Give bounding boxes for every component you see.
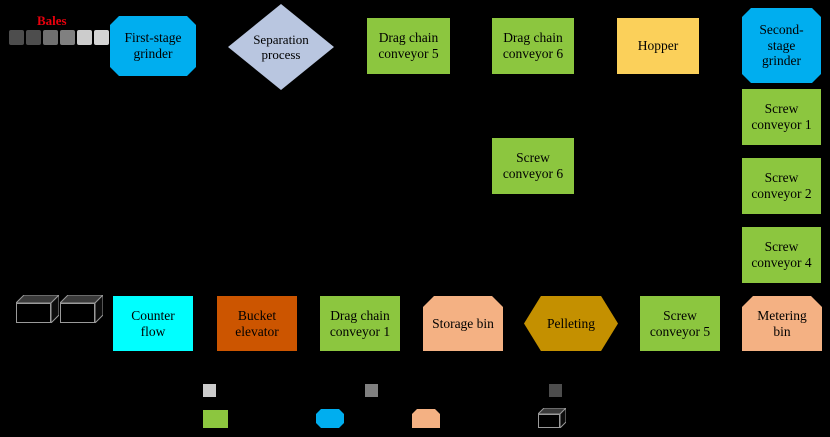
bale-swatch-3	[43, 30, 58, 45]
node-drag-chain-conveyor-5[interactable]: Drag chain conveyor 5	[367, 18, 450, 74]
legend-swatch-light-gray	[203, 384, 216, 397]
node-hopper[interactable]: Hopper	[617, 18, 699, 74]
node-first-stage-grinder[interactable]: First-stage grinder	[110, 16, 196, 76]
bale-swatch-1	[9, 30, 24, 45]
node-label-screw-conveyor-5: Screw conveyor 5	[649, 307, 711, 339]
node-metering-bin[interactable]: Metering bin	[742, 296, 822, 351]
node-separation-process[interactable]: Separation process	[228, 4, 334, 90]
bale-swatch-6	[94, 30, 109, 45]
cube-1	[14, 293, 61, 328]
cube-2	[58, 293, 105, 328]
node-label-screw-conveyor-2: Screw conveyor 2	[751, 170, 812, 201]
node-second-stage-grinder[interactable]: Second- stage grinder	[742, 8, 821, 83]
node-label-metering-bin: Metering bin	[757, 307, 807, 339]
legend-cyan-octagon	[316, 409, 344, 428]
node-label-separation-process: Separation process	[253, 31, 309, 62]
node-drag-chain-conveyor-6[interactable]: Drag chain conveyor 6	[492, 18, 574, 74]
node-label-hopper: Hopper	[637, 38, 679, 54]
node-label-drag-chain-conveyor-1: Drag chain conveyor 1	[329, 307, 391, 339]
node-label-screw-conveyor-6: Screw conveyor 6	[502, 150, 564, 181]
node-label-screw-conveyor-1: Screw conveyor 1	[751, 101, 812, 132]
node-label-drag-chain-conveyor-6: Drag chain conveyor 6	[502, 30, 564, 61]
node-screw-conveyor-1[interactable]: Screw conveyor 1	[742, 89, 821, 145]
node-screw-conveyor-6[interactable]: Screw conveyor 6	[492, 138, 574, 194]
node-label-second-stage-grinder: Second- stage grinder	[759, 21, 804, 69]
legend-swatch-medium-gray	[365, 384, 378, 397]
node-label-drag-chain-conveyor-5: Drag chain conveyor 5	[378, 30, 439, 61]
node-storage-bin[interactable]: Storage bin	[423, 296, 503, 351]
bale-swatch-2	[26, 30, 41, 45]
node-label-bucket-elevator: Bucket elevator	[235, 307, 279, 339]
legend-peach-bin	[412, 409, 440, 428]
node-bucket-elevator[interactable]: Bucket elevator	[217, 296, 297, 351]
legend-swatch-dark-gray	[549, 384, 562, 397]
node-label-screw-conveyor-4: Screw conveyor 4	[751, 239, 812, 270]
node-label-pelleting: Pelleting	[547, 315, 595, 331]
node-drag-chain-conveyor-1[interactable]: Drag chain conveyor 1	[320, 296, 400, 351]
node-pelleting[interactable]: Pelleting	[524, 296, 618, 351]
node-counter-flow[interactable]: Counter flow	[113, 296, 193, 351]
node-screw-conveyor-5[interactable]: Screw conveyor 5	[640, 296, 720, 351]
node-label-first-stage-grinder: First-stage grinder	[124, 30, 182, 61]
bale-swatch-4	[60, 30, 75, 45]
bales-title-label: Bales	[37, 13, 67, 28]
node-label-counter-flow: Counter flow	[131, 307, 175, 339]
legend-green-rect	[203, 410, 228, 428]
legend-cube	[536, 406, 568, 433]
node-screw-conveyor-2[interactable]: Screw conveyor 2	[742, 158, 821, 214]
node-screw-conveyor-4[interactable]: Screw conveyor 4	[742, 227, 821, 283]
bale-swatch-5	[77, 30, 92, 45]
node-label-storage-bin: Storage bin	[432, 315, 494, 331]
